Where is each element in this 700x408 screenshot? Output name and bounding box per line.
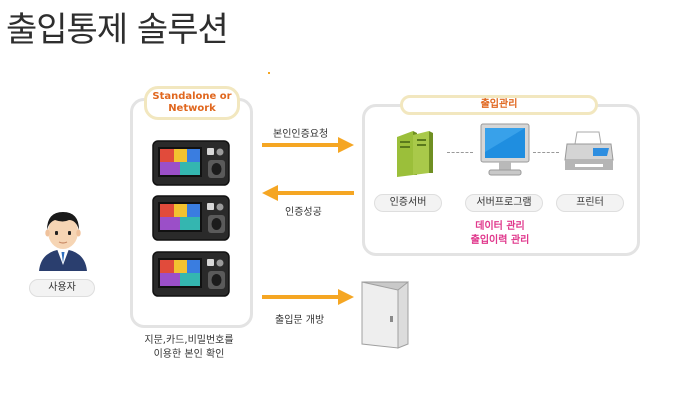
door-icon bbox=[361, 280, 409, 349]
arrow-left-icon bbox=[262, 185, 354, 201]
management-note-line1: 데이터 관리 bbox=[475, 221, 525, 232]
terminal-device-icon bbox=[152, 251, 230, 297]
management-note: 데이터 관리 출입이력 관리 bbox=[440, 220, 560, 248]
terminal-caption-line1: 지문,카드,비밀번호를 bbox=[144, 335, 234, 346]
management-item-server: 인증서버 bbox=[374, 194, 442, 212]
management-item-program: 서버프로그램 bbox=[465, 194, 543, 212]
management-panel-header: 출입관리 bbox=[400, 95, 598, 115]
page-title: 출입통제 솔루션 bbox=[6, 10, 229, 50]
terminal-panel-header: Standalone or Network bbox=[144, 86, 240, 120]
arrow-label-door-open: 출입문 개방 bbox=[275, 315, 325, 326]
terminal-device-icon bbox=[152, 140, 230, 186]
monitor-icon bbox=[480, 123, 530, 176]
arrow-right-icon bbox=[262, 289, 354, 305]
printer-icon bbox=[564, 131, 614, 170]
connector-line bbox=[447, 152, 473, 153]
user-label: 사용자 bbox=[29, 279, 95, 297]
management-item-printer: 프린터 bbox=[556, 194, 624, 212]
arrow-right-icon bbox=[262, 137, 354, 153]
server-icon bbox=[397, 131, 433, 177]
terminal-header-line1: Standalone or bbox=[152, 91, 232, 102]
terminal-caption: 지문,카드,비밀번호를 이용한 본인 확인 bbox=[128, 334, 250, 362]
management-note-line2: 출입이력 관리 bbox=[470, 235, 530, 246]
terminal-header-line2: Network bbox=[168, 103, 216, 114]
terminal-caption-line2: 이용한 본인 확인 bbox=[153, 349, 225, 360]
title-dot bbox=[268, 72, 270, 74]
terminal-device-icon bbox=[152, 195, 230, 241]
connector-line bbox=[533, 152, 559, 153]
user-avatar-icon bbox=[39, 212, 87, 271]
arrow-label-success: 인증성공 bbox=[285, 207, 322, 218]
arrow-label-request: 본인인증요청 bbox=[273, 129, 329, 140]
